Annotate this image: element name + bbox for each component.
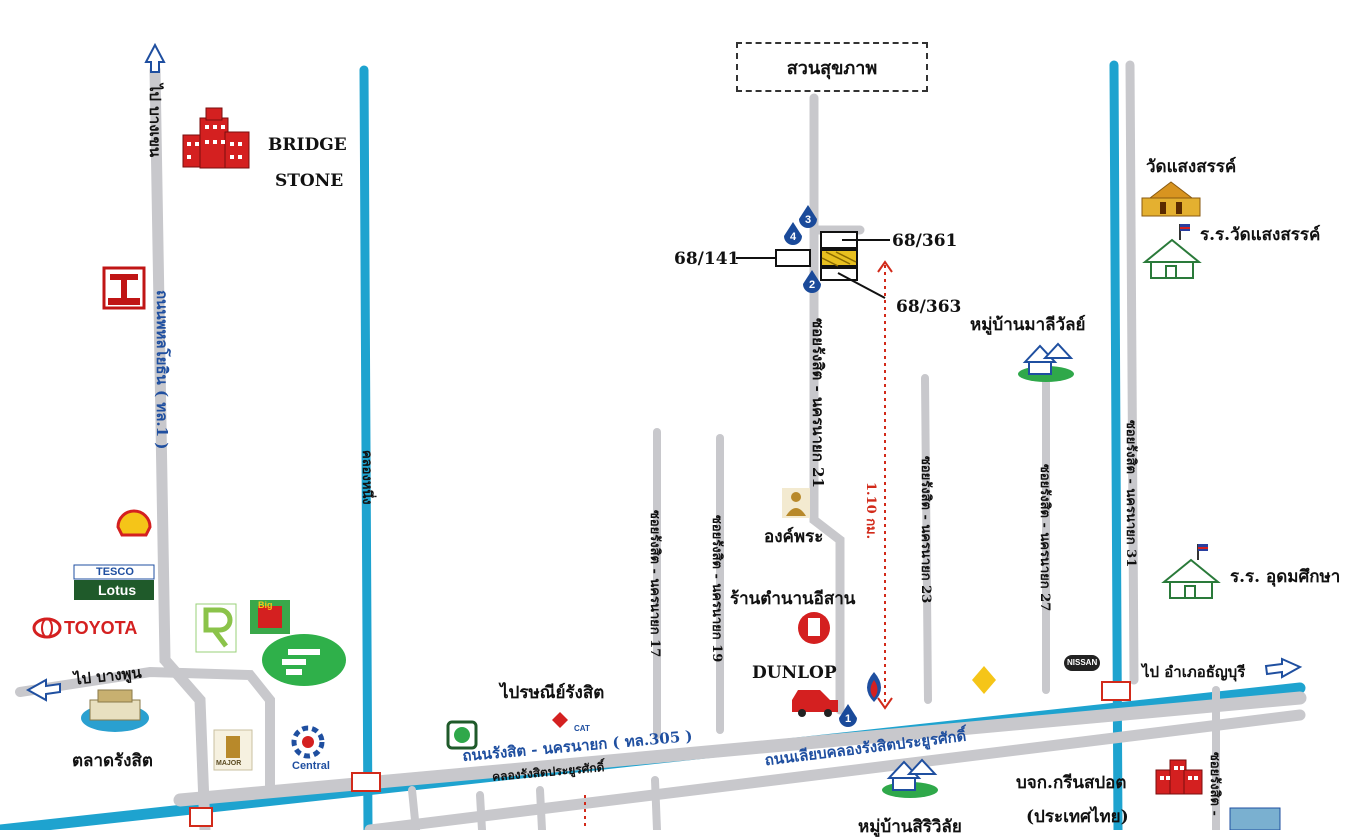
cat-logo-icon xyxy=(552,712,568,728)
arrow-left-icon xyxy=(25,678,61,702)
block-68-141 xyxy=(775,249,811,267)
soi-27-label: ซอยรังสิต - นครนายก 27 xyxy=(1037,464,1052,612)
talad-rangsit-building-icon xyxy=(81,689,149,732)
soi-21-label: ซอยรังสิต - นครนายก 21 xyxy=(809,318,827,488)
toyota-label: TOYOTA xyxy=(64,618,138,638)
arrow-right-icon xyxy=(1264,657,1303,679)
soi-31-label: ซอยรังสิต - นครนายก 31 xyxy=(1123,420,1138,568)
office-building-icon xyxy=(1229,807,1281,830)
soi-19-label: ซอยรังสิต - นครนายก 19 xyxy=(709,515,724,663)
road-lower-4 xyxy=(651,776,661,830)
school-icons xyxy=(1142,224,1221,599)
post-office-label: ไปรษณีย์รังสิต xyxy=(500,683,605,703)
roads xyxy=(15,60,1307,830)
major-logo-icon xyxy=(213,729,253,771)
bigc-label: Big xyxy=(258,600,273,610)
talad-rangsit-label: ตลาดรังสิต xyxy=(72,751,153,771)
marker-1-label: 1 xyxy=(845,713,851,725)
road-bangphun xyxy=(15,666,275,795)
bank-logo-icon xyxy=(446,720,478,750)
bridges xyxy=(189,681,1131,827)
marker-2-label: 2 xyxy=(809,279,815,291)
bridgestone-label-2: STONE xyxy=(275,171,344,191)
road-liap-khlong xyxy=(364,709,1306,830)
tamnan-isan-label: ร้านตำนานอีสาน xyxy=(730,589,856,609)
buddha-statue-icon xyxy=(782,488,810,518)
soi-23-label: ซอยรังสิต - นครนายก 23 xyxy=(918,456,933,604)
green-spot-label-1: บจก.กรีนสปอต xyxy=(1016,773,1127,793)
ptt-logo-icon xyxy=(867,672,881,702)
marker-1-icon xyxy=(839,704,857,727)
road-phahonyothin xyxy=(149,64,211,830)
to-thanyaburi-label: ไป อำเภอธัญบุรี xyxy=(1142,663,1246,681)
fleet-logo-icon xyxy=(262,634,346,686)
school-saengsan-icon xyxy=(1142,224,1202,279)
restaurant-icon xyxy=(798,612,830,644)
marker-2-icon xyxy=(803,270,821,293)
soi-17-label: ซอยรังสิต - นครนายก 17 xyxy=(647,510,662,658)
road-lower-1 xyxy=(408,786,420,830)
temple-icon xyxy=(1141,181,1201,217)
school-udom-label: ร.ร. อุดมศึกษา xyxy=(1230,567,1341,587)
village-icons xyxy=(882,342,1074,798)
bigc-logo-icon xyxy=(250,600,290,634)
krungsri-logo-icon xyxy=(972,666,996,694)
house-68-361-label: 68/361 xyxy=(892,231,958,251)
tesco-lotus-logo-icon xyxy=(73,564,155,600)
marker-3-label: 3 xyxy=(805,214,811,226)
house-68-141-label: 68/141 xyxy=(674,249,740,269)
distance-label: 1.10 กม. xyxy=(863,482,878,540)
canal-khlong-1-label: คลองหนึ่ง xyxy=(359,450,374,505)
central-logo-icon xyxy=(291,725,325,759)
bridge-2 xyxy=(1101,681,1131,701)
toyota-logo-icon xyxy=(32,617,62,639)
nissan-label: NISSAN xyxy=(1067,658,1098,667)
road-lower-3 xyxy=(536,786,546,830)
location-markers xyxy=(784,205,857,727)
school-saengsan-label: ร.ร.วัดแสงสรรค์ xyxy=(1200,225,1321,245)
road-phahonyothin-label: ถนนพหลโยธิน ( ทล.1 ) xyxy=(153,290,171,450)
canal-khlong-1 xyxy=(359,65,373,830)
bridge-1 xyxy=(351,772,381,792)
road-soi-21 xyxy=(809,93,845,715)
mali-wan-village-label: หมู่บ้านมาลีวัลย์ xyxy=(970,315,1086,335)
wat-saengsan-label: วัดแสงสรรค์ xyxy=(1146,157,1237,177)
arrow-up-icon xyxy=(144,42,166,73)
lotus-label: Lotus xyxy=(98,582,137,598)
to-bangkhen-label: ไป บางเขน xyxy=(146,84,164,158)
house-blocks xyxy=(736,231,890,299)
bridge-3 xyxy=(189,807,213,827)
bridgestone-label-1: BRIDGE xyxy=(268,135,347,155)
sirilai-village-label: หมู่บ้านสิริวิลัย xyxy=(858,817,962,837)
mali-wan-house-icon xyxy=(1018,342,1074,382)
major-label: MAJOR xyxy=(216,760,242,767)
nissan-logo-icon xyxy=(1064,655,1100,671)
marker-4-label: 4 xyxy=(790,231,797,243)
soi-right-label: ซอยรังสิต - xyxy=(1207,752,1222,816)
robinson-logo-icon xyxy=(195,603,237,653)
marker-4-icon xyxy=(784,222,802,245)
destination-box-health-park: สวนสุขภาพ xyxy=(736,42,928,92)
cat-label: CAT xyxy=(574,724,590,733)
road-soi-23 xyxy=(921,374,932,704)
green-spot-label-2: (ประเทศไทย) xyxy=(1026,807,1129,827)
school-udom-icon xyxy=(1161,544,1221,599)
central-label: Central xyxy=(292,760,330,772)
distance-indicator xyxy=(584,260,893,830)
sirilai-house-icon xyxy=(882,758,938,798)
dunlop-label: DUNLOP xyxy=(752,663,837,683)
house-68-363-label: 68/363 xyxy=(896,297,962,317)
marker-3-icon xyxy=(799,205,817,228)
shell-logo-icon xyxy=(116,509,152,537)
ong-phra-label: องค์พระ xyxy=(764,527,824,547)
dunlop-car-icon xyxy=(792,690,838,717)
direction-arrows xyxy=(25,42,1303,702)
road-soi-31 xyxy=(1125,60,1139,685)
tesco-label: TESCO xyxy=(96,566,134,578)
road-lower-2 xyxy=(476,791,486,830)
isuzu-logo-icon xyxy=(102,266,146,310)
